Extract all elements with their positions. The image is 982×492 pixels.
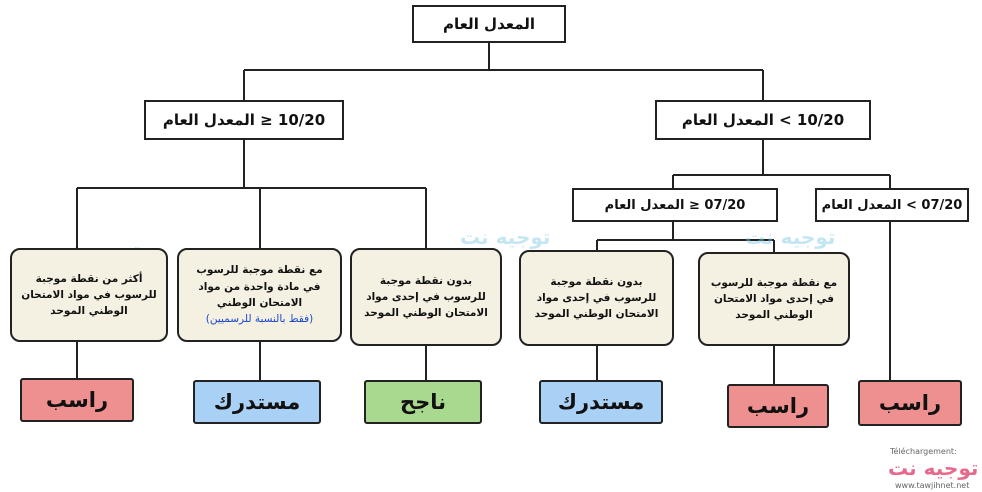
- condition-box-2: مع نقطة موجبة للرسوب في مادة واحدة من مو…: [177, 248, 342, 342]
- result-fail-1: راسب: [20, 378, 134, 422]
- result-resit-2: مستدرك: [539, 380, 663, 424]
- branch-right-node: 10/20 > المعدل العام: [655, 100, 871, 140]
- condition-text-3: بدون نقطة موجبة للرسوب في إحدى مواد الام…: [364, 274, 488, 320]
- condition-note-2: (فقط بالنسبة للرسميين): [205, 313, 314, 326]
- footer-tagline: Téléchargement:: [890, 447, 957, 456]
- condition-box-5: مع نقطة موجبة للرسوب في إحدى مواد الامتح…: [698, 252, 850, 346]
- branch-right-right-node: 07/20 > المعدل العام: [815, 188, 969, 222]
- watermark-right: توجيه نت: [745, 225, 836, 249]
- result-resit-1: مستدرك: [193, 380, 321, 424]
- condition-box-4: بدون نقطة موجبة للرسوب في إحدى مواد الام…: [519, 250, 674, 346]
- result-fail-2: راسب: [727, 384, 829, 428]
- condition-box-3: بدون نقطة موجبة للرسوب في إحدى مواد الام…: [350, 248, 502, 346]
- branch-right-left-node: 07/20 ≤ المعدل العام: [572, 188, 778, 222]
- footer-url: www.tawjihnet.net: [895, 481, 970, 490]
- condition-text-5: مع نقطة موجبة للرسوب في إحدى مواد الامتح…: [710, 276, 838, 322]
- branch-left-node: 10/20 ≤ المعدل العام: [144, 100, 344, 140]
- watermark-center: توجيه نت: [460, 225, 551, 249]
- condition-text-1: أكثر من نقطة موجبة للرسوب في مواد الامتح…: [21, 272, 157, 318]
- footer-brand-logo: توجيه نت: [888, 456, 979, 480]
- condition-box-1: أكثر من نقطة موجبة للرسوب في مواد الامتح…: [10, 248, 168, 342]
- result-fail-3: راسب: [858, 380, 962, 426]
- result-pass: ناجح: [364, 380, 482, 424]
- condition-text-2: مع نقطة موجبة للرسوب في مادة واحدة من مو…: [196, 264, 323, 309]
- root-node: المعدل العام: [412, 5, 566, 43]
- condition-text-4: بدون نقطة موجبة للرسوب في إحدى مواد الام…: [534, 275, 659, 321]
